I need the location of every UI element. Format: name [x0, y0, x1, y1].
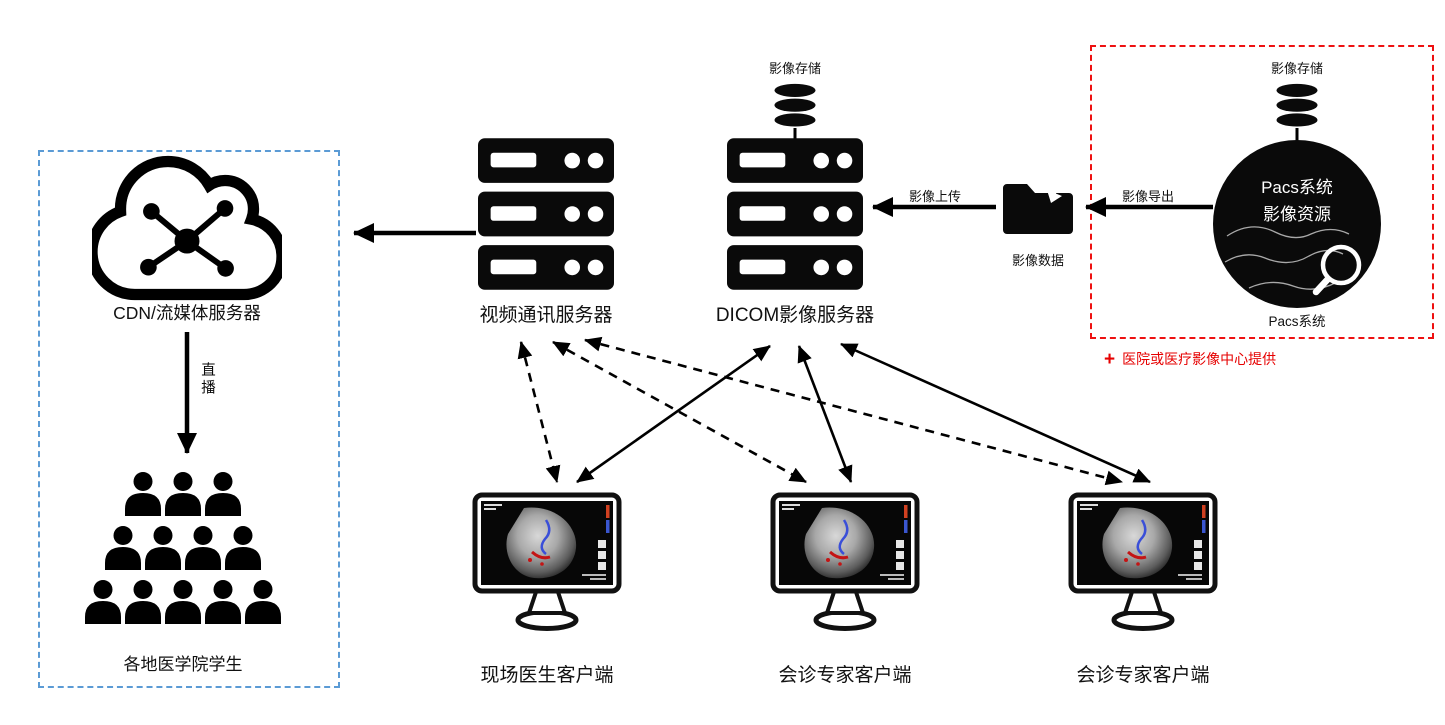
folder-import-icon: [1003, 179, 1073, 234]
live-stream-label: 直播: [199, 362, 215, 397]
folder-caption: 影像数据: [1011, 253, 1064, 268]
pacs-caption: Pacs系统: [1268, 314, 1326, 329]
client1-label: 现场医生客户端: [480, 665, 614, 686]
magnifier-icon: [1312, 244, 1362, 296]
client3-monitor-icon: [1068, 492, 1218, 631]
pacs-system-icon: Pacs系统 影像资源: [1213, 140, 1381, 308]
dicom-server-label: DICOM影像服务器: [715, 305, 875, 326]
link-video-client3: [584, 336, 1123, 486]
students-label: 各地医学院学生: [123, 655, 243, 674]
provider-note-text: 医院或医疗影像中心提供: [1122, 351, 1277, 367]
cdn-group-box: [38, 150, 340, 688]
pacs-storage-icon: [1276, 83, 1318, 127]
students-icon: [85, 472, 281, 624]
client1-monitor-icon: [472, 492, 622, 631]
export-arrow-label: 影像导出: [1121, 189, 1174, 204]
upload-arrow-label: 影像上传: [908, 189, 961, 204]
client2-label: 会诊专家客户端: [778, 665, 912, 686]
pacs-circle-title: Pacs系统: [1261, 178, 1333, 197]
link-video-client2: [552, 340, 807, 484]
plus-icon: +: [1104, 348, 1116, 370]
provider-note: + 医院或医疗影像中心提供: [1104, 349, 1276, 369]
client3-label: 会诊专家客户端: [1076, 665, 1210, 686]
link-video-client1: [517, 341, 561, 483]
cdn-server-label: CDN/流媒体服务器: [113, 303, 261, 323]
pacs-group-box: [1090, 45, 1434, 339]
video-server-icon: [478, 138, 614, 290]
dicom-server-icon: [727, 138, 863, 290]
cdn-cloud-icon: [92, 155, 282, 301]
dicom-storage-label: 影像存储: [768, 61, 821, 76]
video-server-label: 视频通讯服务器: [479, 305, 613, 326]
dicom-storage-icon: [774, 83, 816, 127]
client2-monitor-icon: [770, 492, 920, 631]
network-node-icon: [140, 200, 234, 277]
link-dicom-client2: [797, 345, 853, 483]
link-dicom-client1: [576, 344, 771, 484]
pacs-circle-subtitle: 影像资源: [1263, 205, 1331, 224]
pacs-storage-label: 影像存储: [1270, 61, 1323, 76]
